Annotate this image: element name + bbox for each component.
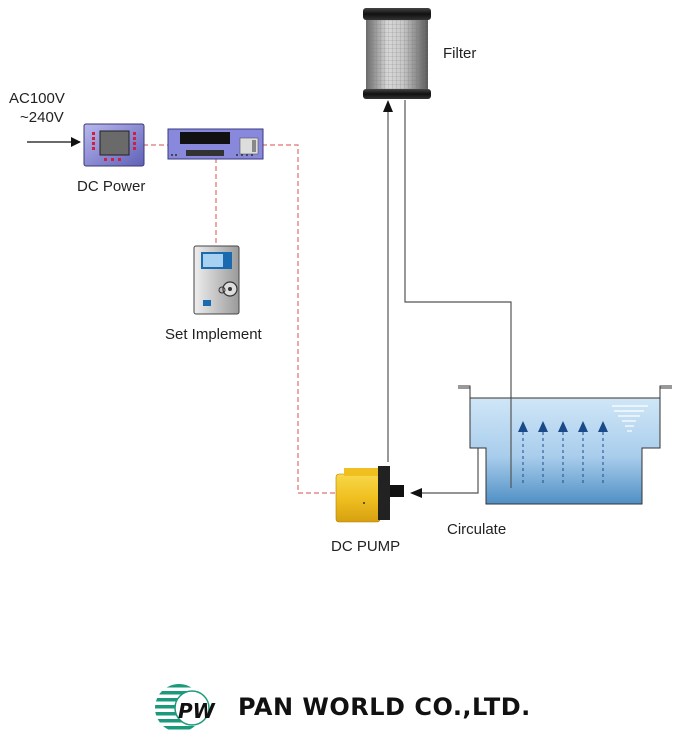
company-name: PAN WORLD CO.,LTD.: [238, 693, 531, 721]
tank-to-pump-arrow: [410, 488, 422, 498]
circulate-label: Circulate: [447, 521, 507, 538]
airflow-arrowhead: [578, 421, 588, 432]
filter-device: [363, 8, 431, 99]
dc-power-label: DC Power: [77, 178, 146, 195]
dc-pump-device: [335, 466, 404, 523]
airflow-arrowhead: [518, 421, 528, 432]
airflow-arrowhead: [558, 421, 568, 432]
ac-input-label-line2: ~240V: [20, 109, 64, 126]
control-wiring: [143, 144, 336, 494]
set-implement-label: Set Implement: [165, 326, 262, 343]
airflow-arrowhead: [538, 421, 548, 432]
airflow-arrowhead: [598, 421, 608, 432]
company-logo-emblem: PW: [155, 684, 216, 732]
dc-power-device: [83, 123, 145, 167]
pump-to-filter-arrow: [383, 100, 393, 112]
filter-label: Filter: [443, 45, 477, 62]
controller-device: [167, 128, 264, 160]
ac-input-label-line1: AC100V: [9, 90, 65, 107]
airflow-arrows: [518, 421, 608, 486]
water-tank: [458, 385, 672, 505]
logo-letters: PW: [178, 699, 216, 723]
set-implement-device: [193, 245, 240, 315]
dc-pump-label: DC PUMP: [331, 538, 401, 555]
